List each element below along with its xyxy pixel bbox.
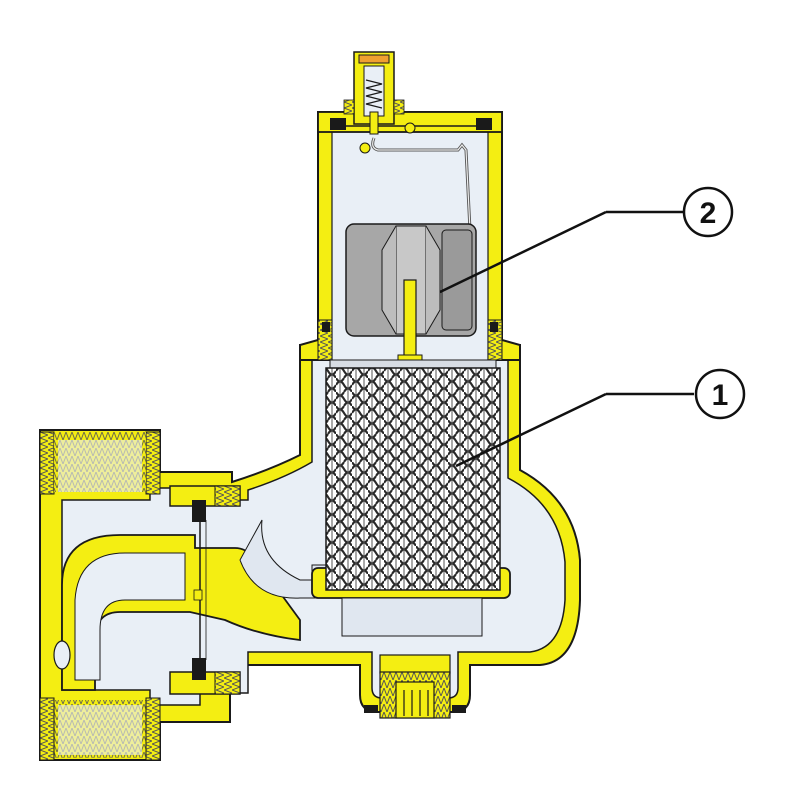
upper-port-thread-left [39, 431, 55, 495]
callout-2-leader [439, 210, 607, 294]
upper-port-thread-right [145, 431, 161, 495]
callout-2-circle [682, 186, 734, 238]
mesh-screen [325, 359, 501, 591]
union-nut-top [169, 485, 241, 522]
float-chamber [299, 51, 521, 366]
drain-plug [364, 654, 466, 719]
callout-1-label: 1 [712, 379, 729, 412]
callout-2-label: 2 [700, 197, 717, 230]
callout-1-circle [694, 368, 746, 420]
callout-2: 2 [439, 186, 734, 294]
mesh-screen-body [325, 367, 501, 591]
callout-1: 1 [455, 368, 746, 468]
inlet-elbow-bore [74, 552, 186, 681]
union-nut-bottom [169, 658, 241, 695]
air-vent-valve [343, 51, 405, 135]
float-guide-stem [403, 279, 417, 361]
callout-1-leader [455, 392, 607, 468]
